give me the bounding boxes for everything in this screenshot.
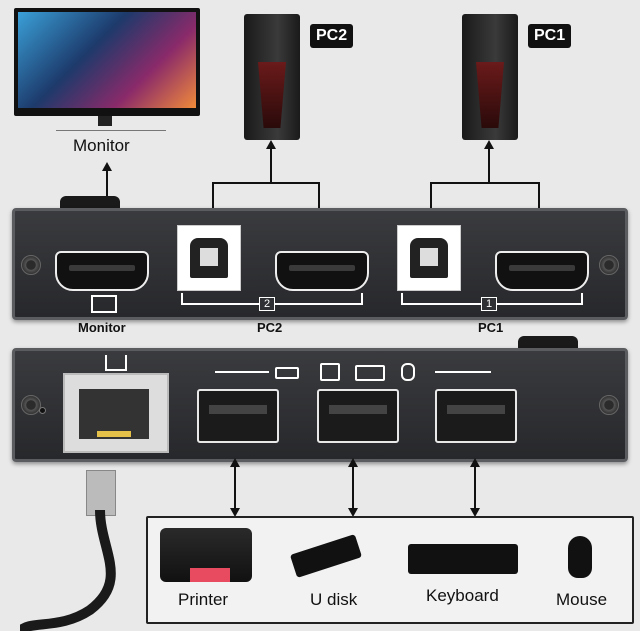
hdmi-port-pc1[interactable] bbox=[495, 251, 589, 291]
hdmi-port-monitor[interactable] bbox=[55, 251, 149, 291]
mouse-image bbox=[568, 536, 592, 578]
top-panel-knob bbox=[60, 196, 120, 210]
monitor-underline bbox=[56, 130, 166, 131]
printer-image bbox=[160, 528, 252, 582]
pc2-badge: 2 bbox=[259, 297, 276, 311]
keyboard-icon bbox=[355, 365, 385, 381]
usb-b-port-pc2[interactable] bbox=[177, 225, 241, 291]
bottom-panel-knob bbox=[518, 336, 578, 350]
pc2-tower bbox=[244, 14, 300, 140]
usb-a-port-1[interactable] bbox=[197, 389, 279, 443]
keyboard-label: Keyboard bbox=[426, 586, 499, 605]
usb-b-port-pc1[interactable] bbox=[397, 225, 461, 291]
led-indicator bbox=[39, 407, 46, 414]
mouse-icon bbox=[401, 363, 415, 381]
udisk-label: U disk bbox=[310, 590, 358, 609]
monitor-top-label: Monitor bbox=[73, 136, 130, 155]
pc2-connector-vertical bbox=[270, 146, 272, 182]
pc1-tag: PC1 bbox=[528, 24, 572, 48]
pc1-port-label: PC1 bbox=[478, 320, 504, 335]
usb-a-port-2[interactable] bbox=[317, 389, 399, 443]
printer-label: Printer bbox=[178, 590, 229, 609]
screw-icon bbox=[599, 395, 619, 415]
pc1-tower bbox=[462, 14, 518, 140]
hdmi-port-pc2[interactable] bbox=[275, 251, 369, 291]
pc2-port-label: PC2 bbox=[257, 320, 283, 335]
screw-icon bbox=[599, 255, 619, 275]
usb-icon bbox=[275, 367, 299, 379]
monitor-stand bbox=[98, 116, 112, 126]
rj45-plug bbox=[86, 470, 116, 516]
rj45-port[interactable] bbox=[63, 373, 169, 453]
kvm-front-panel bbox=[12, 348, 628, 462]
network-cable bbox=[20, 510, 116, 631]
usb-a-port-3[interactable] bbox=[435, 389, 517, 443]
kvm-back-panel: 2 1 bbox=[12, 208, 628, 320]
monitor-icon bbox=[91, 295, 117, 313]
pc1-connector-vertical bbox=[488, 146, 490, 182]
pc2-tag: PC2 bbox=[310, 24, 354, 48]
pc1-badge: 1 bbox=[481, 297, 498, 311]
printer-icon bbox=[320, 363, 340, 381]
mouse-label: Mouse bbox=[556, 590, 608, 609]
screw-icon bbox=[21, 255, 41, 275]
screw-icon bbox=[21, 395, 41, 415]
network-icon bbox=[105, 355, 127, 371]
keyboard-image bbox=[408, 544, 518, 574]
monitor-port-label: Monitor bbox=[78, 320, 126, 335]
monitor-image bbox=[14, 8, 200, 116]
